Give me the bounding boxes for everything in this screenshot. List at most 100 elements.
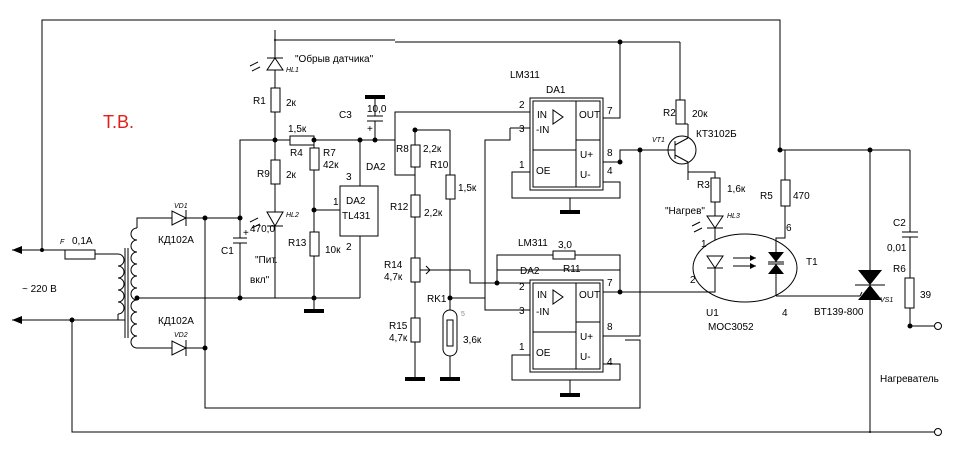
- c3-plus: +: [367, 124, 373, 135]
- r11-value: 3,0: [558, 240, 572, 251]
- led-hl2: HL2 "Пит. вкл": [249, 211, 299, 286]
- title-mark: Т.В.: [103, 112, 134, 132]
- r12-ref: R12: [390, 202, 409, 213]
- trimmer-r14: R14 4,7к: [384, 257, 432, 283]
- comparator-da2: LM311 DA2 IN -IN OE OUT U+ U- 2 3 1 7 8 …: [518, 238, 613, 373]
- resistor-r13: R13 10к: [288, 231, 341, 257]
- capacitor-c3: C3 10,0 +: [339, 95, 387, 140]
- u1-pin2: 2: [690, 275, 696, 286]
- r13-ref: R13: [288, 238, 307, 249]
- triac-vs1: VS1 BT139-800: [814, 270, 893, 318]
- r7-value: 42к: [323, 160, 339, 171]
- da1-pin2: 2: [519, 100, 525, 111]
- da1-out: OUT: [579, 110, 600, 121]
- vs1-part: BT139-800: [814, 307, 864, 318]
- rk1-ref: RK1: [427, 294, 447, 305]
- led-hl1: HL1 "Обрыв датчика": [249, 53, 374, 74]
- tl431-pin1: 1: [333, 197, 339, 208]
- c2-value: 0,01: [887, 243, 907, 254]
- c3-ref: C3: [339, 110, 352, 121]
- heater-terminal-bottom: [934, 428, 942, 436]
- hl1-ref: HL1: [286, 67, 299, 74]
- r8-ref: R8: [396, 144, 409, 155]
- hl2-label-line1: "Пит.: [255, 255, 278, 266]
- tl431-part: TL431: [342, 211, 371, 222]
- rk1-pin: 5: [461, 311, 465, 318]
- da1-pin1: 1: [519, 160, 525, 171]
- vt1-part: КТ3102Б: [696, 129, 737, 140]
- r15-value: 4,7к: [389, 333, 408, 344]
- u1-pin4: 4: [782, 308, 788, 319]
- da2-up: U+: [580, 332, 593, 343]
- da1-pin3: 3: [519, 124, 525, 135]
- da1-type: LM311: [510, 70, 540, 81]
- da2-pin8: 8: [607, 322, 613, 333]
- r12-value: 2,2к: [424, 208, 443, 219]
- capacitor-c2: C2 0,01: [887, 150, 918, 278]
- da2-type: LM311: [518, 238, 548, 249]
- r1-value: 2к: [286, 98, 297, 109]
- hl1-label: "Обрыв датчика": [295, 53, 374, 65]
- resistor-r1: R1 2к: [253, 87, 297, 113]
- resistor-r10: R10 1,5к: [430, 160, 477, 200]
- tl431-pin2: 2: [346, 242, 352, 253]
- diode-vd1: VD1 КД102А: [158, 203, 240, 246]
- resistor-r9: R9 2к: [257, 159, 297, 185]
- led-hl3: HL3 "Нагрев": [665, 206, 740, 233]
- fuse: F 0,1А: [60, 236, 96, 260]
- resistor-r15: R15 4,7к: [389, 317, 421, 344]
- da2-pin3: 3: [519, 306, 525, 317]
- resistor-r2: R2 20к: [663, 99, 708, 125]
- c3-value: 10,0: [367, 104, 387, 115]
- resistor-r7: R7 42к: [309, 147, 339, 171]
- comparator-da1: LM311 DA1 IN -IN OE OUT U+ U- 2 3 1 7 8 …: [510, 70, 613, 191]
- da1-nin: -IN: [536, 125, 549, 136]
- hl2-ref: HL2: [286, 212, 299, 219]
- c1-value: 470,0: [250, 224, 275, 235]
- r5-value: 470: [793, 191, 810, 202]
- optotriac-u1: T1 U1 MOC3052 1 2 6 4: [690, 223, 818, 333]
- tl431-ref: DA2: [366, 162, 386, 173]
- fuse-value: 0,1А: [72, 236, 93, 247]
- r3-value: 1,6к: [727, 184, 746, 195]
- r13-value: 10к: [325, 245, 341, 256]
- diode-vd2: VD2 КД102А: [158, 316, 205, 356]
- tl431-pin3: 3: [346, 172, 352, 183]
- r4-value: 1,5к: [288, 124, 307, 135]
- u1-ref: U1: [706, 308, 719, 319]
- r4-ref: R4: [290, 148, 303, 159]
- shunt-regulator-tl431: DA2 TL431 DA2 3 1 2: [333, 162, 386, 253]
- da2-oe: OE: [536, 348, 551, 359]
- transistor-vt1: VT1 КТ3102Б: [652, 129, 737, 165]
- r3-ref: R3: [697, 180, 710, 191]
- da1-ref: DA1: [546, 85, 566, 96]
- vd2-part: КД102А: [158, 316, 194, 327]
- r2-ref: R2: [663, 108, 676, 119]
- da2-out: OUT: [579, 290, 600, 301]
- resistor-r3: R3 1,6к: [697, 177, 746, 203]
- da2-nin: -IN: [536, 307, 549, 318]
- r15-ref: R15: [389, 321, 408, 332]
- hl2-label-line2: вкл": [250, 275, 270, 286]
- rk1-value: 3,6к: [463, 335, 482, 346]
- da1-pin8: 8: [607, 148, 613, 159]
- da1-um: U-: [580, 170, 591, 181]
- r14-value: 4,7к: [384, 272, 403, 283]
- da2-pin4: 4: [607, 357, 613, 368]
- vs1-ref: VS1: [880, 297, 893, 304]
- da1-oe: OE: [536, 166, 551, 177]
- u1-pin1: 1: [701, 239, 707, 250]
- vd1-ref: VD1: [174, 203, 188, 210]
- tl431-ref-box: DA2: [346, 196, 366, 207]
- hl3-label: "Нагрев": [665, 206, 705, 217]
- u1-pin6: 6: [786, 223, 792, 234]
- resistor-r5: R5 470: [760, 179, 810, 207]
- r1-ref: R1: [253, 96, 266, 107]
- mains-label: ~ 220 В: [22, 284, 57, 295]
- resistor-r12: R12 2,2к: [390, 194, 443, 219]
- da1-up: U+: [580, 150, 593, 161]
- da1-pin7: 7: [607, 106, 613, 117]
- u1-part: MOC3052: [708, 322, 754, 333]
- transformer: [117, 217, 360, 349]
- r10-value: 1,5к: [458, 183, 477, 194]
